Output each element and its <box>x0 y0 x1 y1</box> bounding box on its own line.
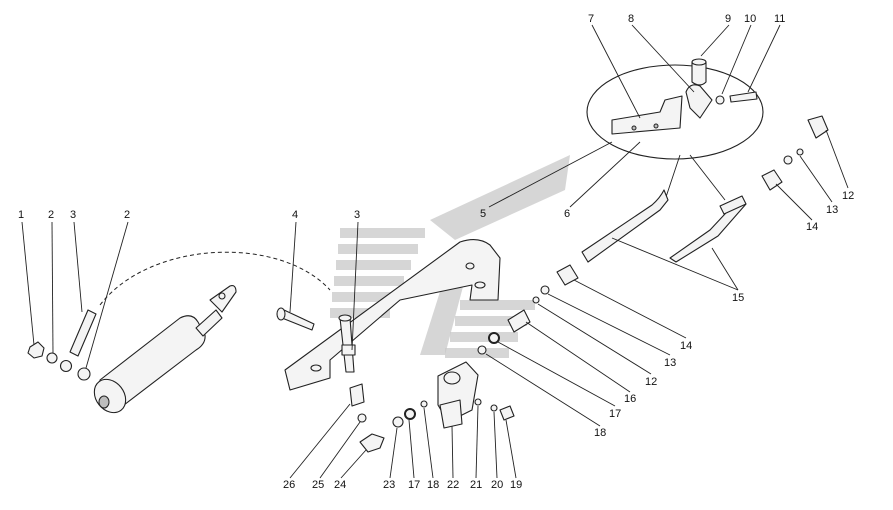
pin-3 <box>338 314 356 373</box>
callout-17b: 17 <box>408 479 420 491</box>
callout-19: 19 <box>510 479 522 491</box>
callout-7: 7 <box>588 13 594 25</box>
watermark-logo <box>330 155 570 358</box>
leader-lines <box>21 24 849 479</box>
pipes-15 <box>581 189 747 263</box>
callout-23: 23 <box>383 479 395 491</box>
bottom-fittings <box>349 383 515 453</box>
callout-3a: 3 <box>70 209 76 221</box>
middle-right-fittings <box>477 264 579 355</box>
dashed-linkage-path <box>99 251 331 306</box>
callout-6: 6 <box>564 208 570 220</box>
left-small-parts <box>27 309 97 381</box>
callout-14a: 14 <box>806 221 818 233</box>
callout-1: 1 <box>18 209 24 221</box>
callout-10: 10 <box>744 13 756 25</box>
callout-2b: 2 <box>124 209 130 221</box>
callout-17a: 17 <box>609 408 621 420</box>
bolt-4 <box>276 307 315 331</box>
callout-25: 25 <box>312 479 324 491</box>
callout-16: 16 <box>624 393 636 405</box>
callout-3b: 3 <box>354 209 360 221</box>
callout-26: 26 <box>283 479 295 491</box>
callout-15: 15 <box>732 292 744 304</box>
detail-inset <box>586 58 764 201</box>
callout-12a: 12 <box>842 190 854 202</box>
right-top-fittings <box>761 115 829 191</box>
callout-4: 4 <box>292 209 298 221</box>
lever-bracket <box>284 239 501 391</box>
callout-18a: 18 <box>594 427 606 439</box>
callout-9: 9 <box>725 13 731 25</box>
hydraulic-cylinder <box>93 285 237 414</box>
valve-22 <box>437 361 479 429</box>
callout-2a: 2 <box>48 209 54 221</box>
callout-5: 5 <box>480 208 486 220</box>
callout-13a: 13 <box>826 204 838 216</box>
callout-24: 24 <box>334 479 346 491</box>
callout-22: 22 <box>447 479 459 491</box>
callout-14b: 14 <box>680 340 692 352</box>
callout-20: 20 <box>491 479 503 491</box>
callout-21: 21 <box>470 479 482 491</box>
callout-18b: 18 <box>427 479 439 491</box>
callout-8: 8 <box>628 13 634 25</box>
callout-labels: 1 2 3 2 4 3 5 6 7 8 9 10 11 12 13 14 15 … <box>18 13 854 491</box>
callout-13b: 13 <box>664 357 676 369</box>
callout-11: 11 <box>774 13 785 25</box>
callout-12b: 12 <box>645 376 657 388</box>
